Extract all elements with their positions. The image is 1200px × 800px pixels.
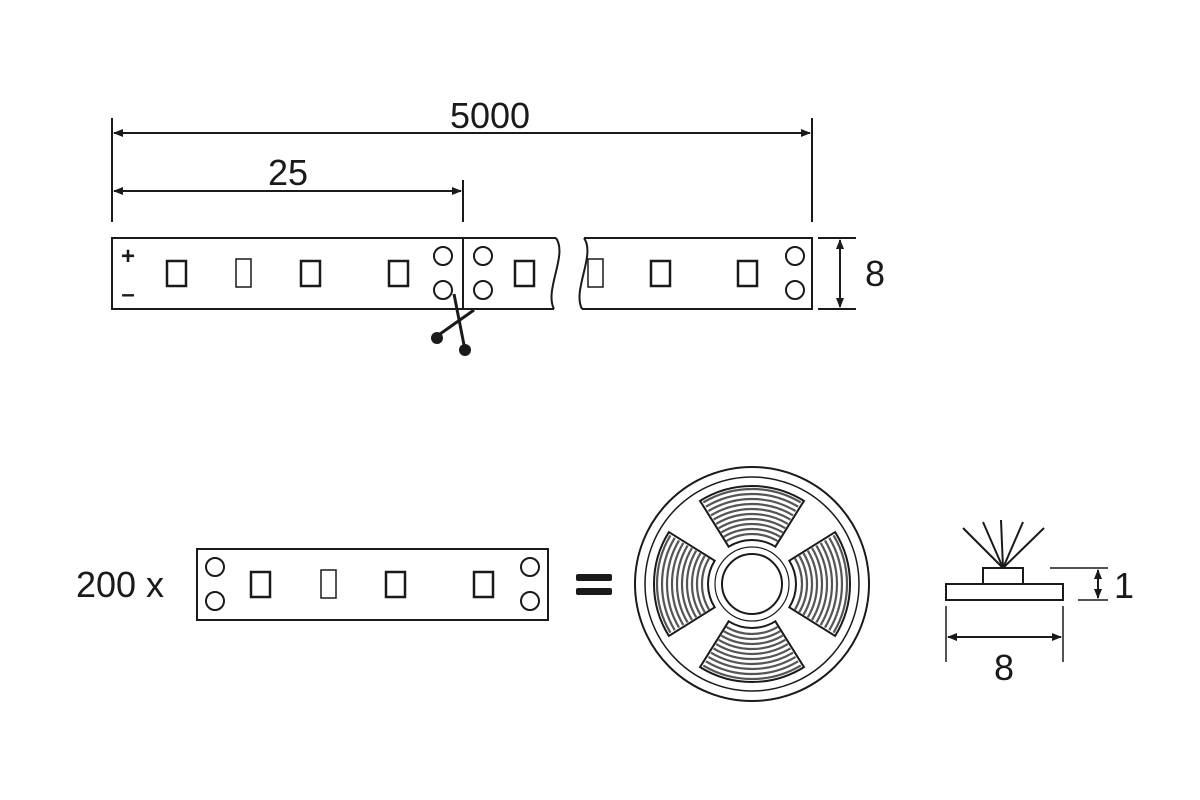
reel-icon bbox=[634, 466, 870, 702]
strip-body-right bbox=[582, 237, 813, 310]
light-emission-rays bbox=[962, 519, 1045, 569]
led-chip-icon bbox=[649, 259, 672, 288]
led-chip-icon bbox=[249, 570, 272, 599]
cut-segment-label: 25 bbox=[268, 152, 308, 193]
single-segment bbox=[196, 548, 549, 621]
led-chip-icon bbox=[299, 259, 322, 288]
led-chip-icon bbox=[235, 258, 252, 288]
solder-pad-icon bbox=[433, 246, 453, 266]
solder-pad-icon bbox=[785, 280, 805, 300]
solder-pad-icon bbox=[433, 280, 453, 300]
profile-height-label: 1 bbox=[1114, 565, 1134, 606]
strip-body-left bbox=[111, 237, 556, 310]
solder-pad-icon bbox=[785, 246, 805, 266]
solder-pad-icon bbox=[205, 591, 225, 611]
negative-terminal-label: – bbox=[121, 281, 134, 308]
led-strip-top: + – bbox=[111, 237, 813, 310]
length-dimension-group: 5000 25 bbox=[111, 95, 813, 222]
strip-break-mark bbox=[550, 237, 589, 310]
positive-terminal-label: + bbox=[121, 243, 135, 270]
led-chip-profile bbox=[982, 567, 1024, 585]
solder-pad-icon bbox=[520, 591, 540, 611]
strip-width-dimension-group: 8 bbox=[818, 237, 885, 310]
led-chip-icon bbox=[320, 569, 337, 599]
led-chip-icon bbox=[165, 259, 188, 288]
profile-width-label: 8 bbox=[994, 647, 1014, 688]
strip-width-label: 8 bbox=[865, 253, 885, 294]
scissors-icon bbox=[431, 293, 475, 356]
led-chip-icon bbox=[472, 570, 495, 599]
solder-pad-icon bbox=[205, 557, 225, 577]
solder-pad-icon bbox=[473, 280, 493, 300]
total-length-label: 5000 bbox=[450, 95, 530, 136]
led-chip-icon bbox=[384, 570, 407, 599]
solder-pad-icon bbox=[473, 246, 493, 266]
led-chip-icon bbox=[387, 259, 410, 288]
equals-sign bbox=[576, 574, 612, 595]
segment-count-label: 200 x bbox=[76, 564, 164, 605]
led-chip-icon bbox=[513, 259, 536, 288]
pcb-profile bbox=[945, 583, 1064, 601]
led-chip-icon bbox=[587, 258, 604, 288]
solder-pad-icon bbox=[520, 557, 540, 577]
cross-section-view: 1 8 bbox=[945, 519, 1134, 688]
led-chip-icon bbox=[736, 259, 759, 288]
